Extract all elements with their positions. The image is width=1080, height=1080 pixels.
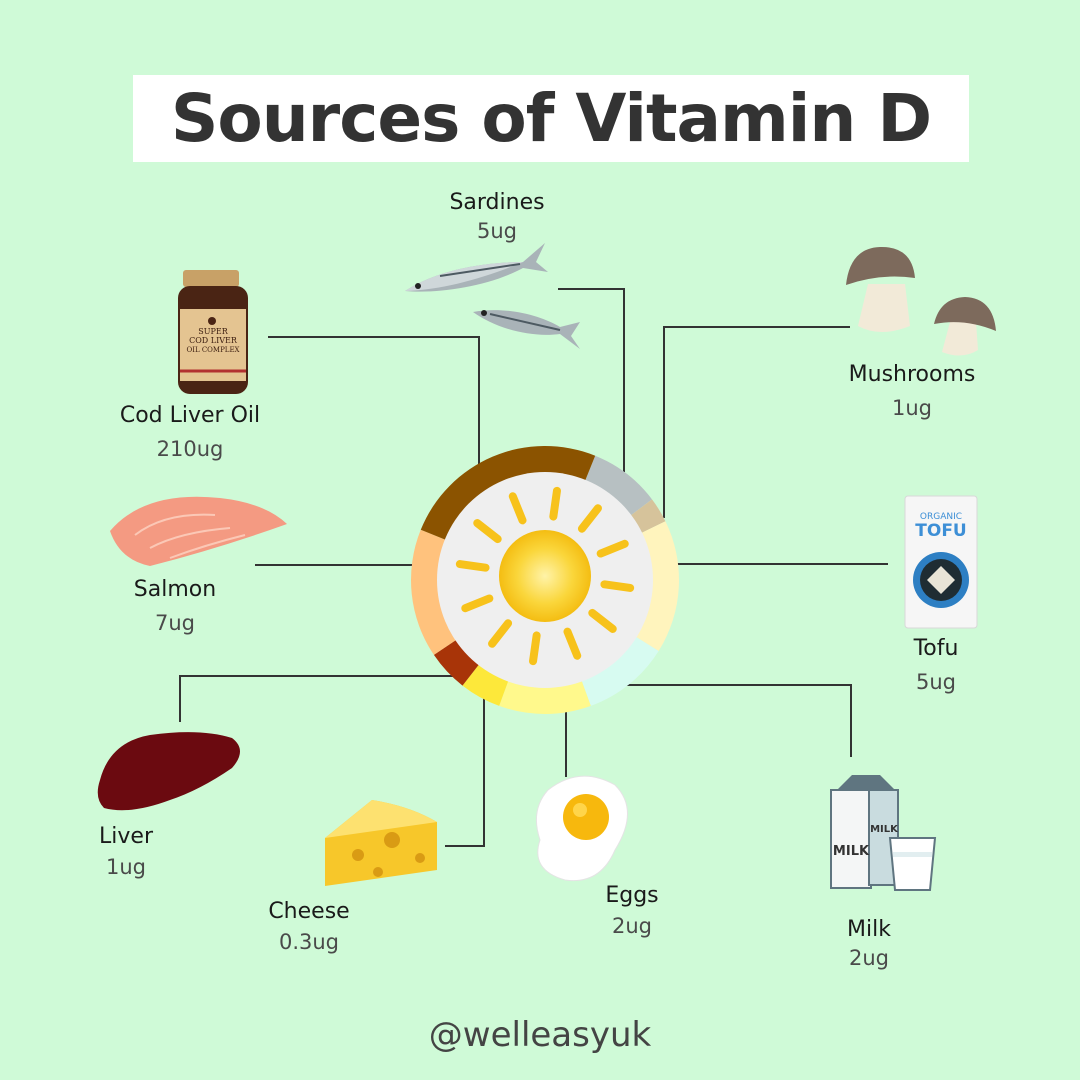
label-salmon: Salmon 7ug bbox=[134, 575, 216, 638]
connector-lines bbox=[179, 288, 888, 847]
source-name: Salmon bbox=[133, 577, 217, 602]
source-value: 5ug bbox=[476, 219, 517, 243]
sun-icon bbox=[455, 486, 635, 666]
source-value: 2ug bbox=[848, 946, 890, 970]
svg-text:MILK: MILK bbox=[870, 824, 899, 835]
label-eggs: Eggs 2ug bbox=[605, 881, 658, 941]
connector-cod-liver-oil bbox=[268, 336, 480, 466]
label-tofu: Tofu 5ug bbox=[914, 634, 959, 697]
sun-ray bbox=[508, 492, 527, 525]
sun-ray bbox=[600, 580, 635, 592]
ring-segment-mushrooms bbox=[629, 499, 666, 534]
page-title: Sources of Vitamin D bbox=[170, 80, 932, 157]
sun-ray bbox=[455, 560, 490, 572]
source-name: Mushrooms bbox=[848, 362, 976, 387]
sun-ray bbox=[549, 486, 561, 521]
salmon-icon bbox=[110, 496, 287, 566]
label-cod-liver-oil: Cod Liver Oil 210ug bbox=[120, 401, 260, 464]
ring-segment-cheese bbox=[462, 663, 509, 706]
label-mushrooms: Mushrooms 1ug bbox=[849, 360, 976, 423]
source-ring bbox=[410, 445, 679, 715]
sun-ray bbox=[563, 627, 582, 660]
ring-segment-milk bbox=[581, 636, 659, 706]
ring-segment-cod-liver-oil bbox=[420, 445, 596, 541]
label-liver: Liver 1ug bbox=[99, 822, 153, 882]
connector-cheese bbox=[445, 697, 485, 847]
ring-segment-salmon bbox=[410, 529, 458, 655]
connector-liver bbox=[179, 675, 455, 722]
milk-icon: MILK MILK bbox=[830, 775, 937, 891]
tofu-icon: ORGANIC TOFU bbox=[904, 495, 978, 629]
connector-sardines bbox=[558, 288, 625, 472]
egg-icon bbox=[535, 775, 628, 882]
connector-mushrooms bbox=[663, 326, 850, 518]
sun-ray bbox=[461, 594, 494, 613]
cod-liver-oil-icon: SUPER COD LIVER OIL COMPLEX bbox=[178, 270, 248, 394]
sun-ray bbox=[488, 619, 513, 648]
cheese-icon bbox=[325, 800, 437, 886]
ring-segment-sardines bbox=[584, 455, 653, 517]
ring-segment-tofu bbox=[634, 521, 679, 652]
ring-segment-liver bbox=[433, 639, 480, 686]
source-name: Sardines bbox=[449, 190, 545, 215]
label-sardines: Sardines 5ug bbox=[449, 188, 544, 244]
source-value: 210ug bbox=[156, 437, 224, 461]
label-cheese: Cheese 0.3ug bbox=[268, 897, 349, 957]
sun-ray bbox=[588, 608, 617, 633]
sun-ray bbox=[529, 631, 541, 666]
svg-text:SUPER: SUPER bbox=[198, 327, 228, 336]
ring-segment-eggs bbox=[499, 679, 591, 715]
source-value: 0.3ug bbox=[278, 930, 340, 954]
source-name: Cod Liver Oil bbox=[119, 403, 261, 428]
source-value: 1ug bbox=[105, 855, 146, 879]
social-handle: @welleasyuk bbox=[428, 1015, 652, 1055]
source-value: 2ug bbox=[611, 914, 653, 938]
mushrooms-icon bbox=[846, 246, 996, 356]
source-name: Liver bbox=[99, 824, 153, 849]
source-name: Milk bbox=[847, 917, 891, 942]
sun-ray bbox=[473, 519, 502, 544]
svg-text:OIL COMPLEX: OIL COMPLEX bbox=[186, 346, 239, 354]
source-value: 1ug bbox=[891, 396, 932, 420]
svg-text:MILK: MILK bbox=[833, 844, 870, 859]
source-name: Tofu bbox=[913, 636, 959, 661]
source-name: Cheese bbox=[268, 899, 350, 924]
source-name: Eggs bbox=[605, 883, 659, 908]
title-banner: Sources of Vitamin D bbox=[133, 75, 969, 162]
sun-ray bbox=[577, 504, 602, 533]
sun-ray bbox=[596, 539, 629, 558]
svg-text:TOFU: TOFU bbox=[915, 521, 966, 541]
liver-icon bbox=[97, 732, 240, 811]
source-value: 5ug bbox=[915, 670, 957, 694]
sardines-icon bbox=[405, 243, 580, 349]
label-milk: Milk 2ug bbox=[847, 915, 891, 971]
connector-milk bbox=[620, 684, 852, 757]
source-value: 7ug bbox=[154, 611, 195, 635]
svg-text:COD LIVER: COD LIVER bbox=[189, 336, 238, 345]
svg-text:ORGANIC: ORGANIC bbox=[920, 512, 962, 522]
